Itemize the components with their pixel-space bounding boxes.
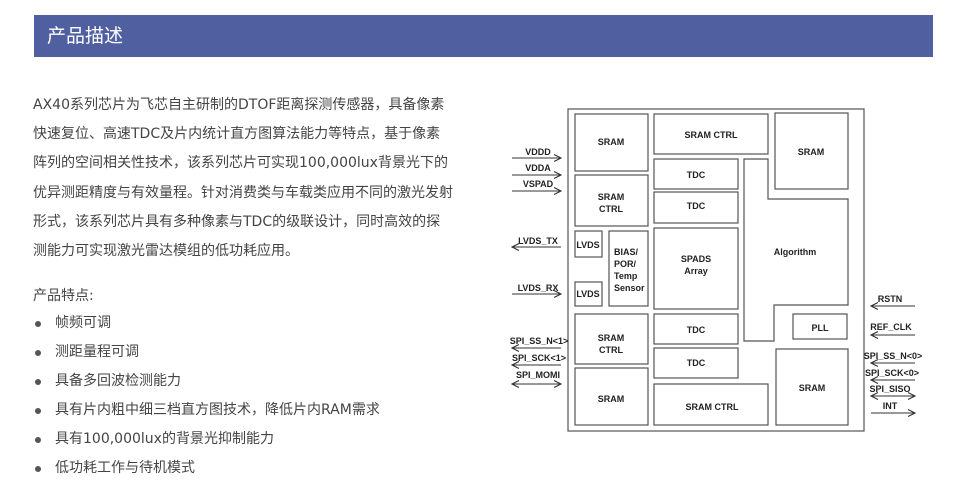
bullet-icon: [35, 321, 41, 327]
signal-label: SPI_SS_N<1>: [510, 336, 569, 346]
feature-text: 测距量程可调: [55, 344, 139, 360]
tdc-block: [653, 347, 739, 379]
feature-item: 帧频可调: [33, 309, 380, 338]
feature-item: 低功耗工作与待机模式: [33, 454, 380, 483]
signal-label: LVDS_TX: [518, 236, 558, 246]
signal-label: RSTN: [878, 294, 903, 304]
signal-label: LVDS_RX: [518, 283, 559, 293]
feature-item: 具有100,000lux的背景光抑制能力: [33, 425, 380, 454]
block-label: TDC: [687, 170, 706, 180]
block-label: SRAM: [598, 394, 625, 404]
tdc-block: [653, 158, 739, 190]
pll-block: [792, 313, 848, 340]
feature-item: 具备多回波检测能力: [33, 367, 380, 396]
block-label: SRAM CTRL: [685, 130, 738, 140]
block-label: TDC: [687, 201, 706, 211]
block-label: TDC: [687, 358, 706, 368]
bullet-icon: [35, 437, 41, 443]
feature-text: 帧频可调: [55, 315, 111, 331]
sram-ctrl-block: [574, 313, 649, 365]
signal-label: REF_CLK: [870, 322, 912, 332]
block-label: SRAM: [799, 383, 826, 393]
block-label: SRAM: [598, 137, 625, 147]
feature-text: 具备多回波检测能力: [55, 373, 181, 389]
block-label: LVDS: [576, 289, 599, 299]
tdc-block: [653, 191, 739, 224]
feature-text: 低功耗工作与待机模式: [55, 460, 195, 476]
bullet-icon: [35, 379, 41, 385]
signal-label: VSPAD: [523, 179, 554, 189]
block-label: TDC: [687, 325, 706, 335]
bullet-icon: [35, 408, 41, 414]
signal-label: SPI_MOMI: [516, 370, 560, 380]
bias-por-temp-block: [608, 230, 649, 307]
block-label: SRAM CTRL: [686, 402, 739, 412]
algorithm-block: [743, 158, 849, 342]
block-label: PLL: [812, 323, 830, 333]
block-label: CTRL: [599, 204, 623, 214]
block-label: POR/: [614, 259, 637, 269]
feature-text: 具有片内粗中细三档直方图技术，降低片内RAM需求: [55, 402, 380, 418]
block-label: Temp: [614, 271, 638, 281]
feature-item: 测距量程可调: [33, 338, 380, 367]
bullet-icon: [35, 350, 41, 356]
section-title: 产品描述: [47, 25, 124, 47]
signal-label: SPI_SCK<1>: [512, 353, 566, 363]
signal-label: SPI_SCK<0>: [865, 368, 919, 378]
block-label: CTRL: [599, 345, 623, 355]
block-label: SRAM: [598, 192, 625, 202]
sram-block: [775, 348, 849, 426]
sram-block: [774, 112, 849, 190]
block-label: SRAM: [798, 147, 825, 157]
sram-block: [574, 367, 649, 426]
block-label: Sensor: [614, 283, 645, 293]
sram-block: [574, 113, 649, 172]
bullet-icon: [35, 466, 41, 472]
feature-item: 具有片内粗中细三档直方图技术，降低片内RAM需求: [33, 396, 380, 425]
tdc-block: [653, 313, 739, 345]
signal-label: VDDD: [525, 147, 551, 157]
sram-ctrl-block: [574, 174, 649, 227]
lvds-block: [574, 281, 603, 307]
signal-label: VDDA: [525, 163, 551, 173]
signal-label: INT: [883, 401, 898, 411]
block-label: SPADS: [681, 254, 711, 264]
signal-label: SPI_SS_N<0>: [864, 351, 923, 361]
section-header: 产品描述: [34, 15, 933, 57]
signal-label: SPI_SISO: [869, 384, 910, 394]
feature-text: 具有100,000lux的背景光抑制能力: [55, 431, 274, 447]
block-label: Algorithm: [774, 247, 817, 257]
spads-array-block: [653, 227, 739, 310]
block-label: BIAS/: [614, 247, 639, 257]
product-description: AX40系列芯片为飞芯自主研制的DTOF距离探测传感器，具备像素快速复位、高速T…: [33, 97, 453, 260]
block-label: LVDS: [576, 240, 599, 250]
features-title: 产品特点:: [33, 288, 94, 304]
lvds-block: [574, 230, 603, 258]
block-label: SRAM: [598, 333, 625, 343]
block-label: Array: [684, 266, 708, 276]
sram-ctrl-block: [653, 383, 769, 426]
sram-ctrl-block: [653, 113, 769, 155]
features-list: 帧频可调 测距量程可调 具备多回波检测能力 具有片内粗中细三档直方图技术，降低片…: [33, 309, 380, 483]
